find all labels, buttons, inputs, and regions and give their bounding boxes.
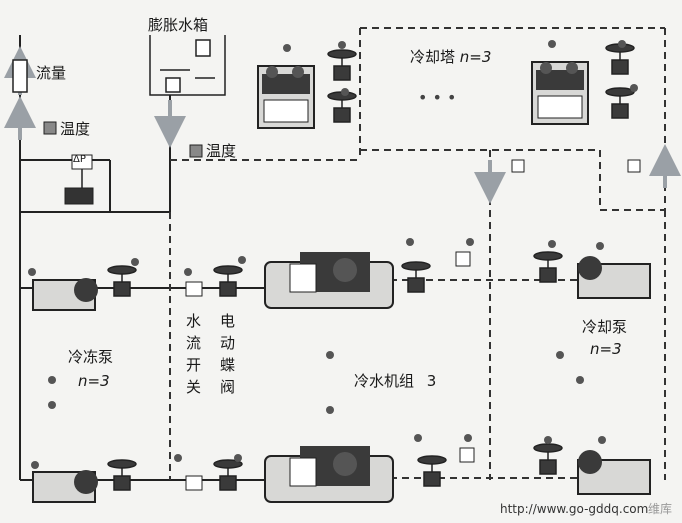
watermark-site: 维库 (648, 502, 673, 516)
indicator-dot-27 (464, 434, 472, 442)
chilled-pump-2 (32, 470, 98, 503)
indicator-dot-1 (28, 268, 36, 276)
indicator-dot-17 (48, 401, 56, 409)
butterfly-valve-9 (107, 459, 137, 491)
tower-ellipsis: • • • (418, 88, 457, 107)
indicator-dot-8 (341, 88, 349, 96)
expansion-tank-label: 膨胀水箱 (148, 16, 209, 34)
indicator-dot-20 (556, 351, 564, 359)
flow-meter (12, 59, 28, 93)
butterfly-valve-7 (605, 87, 635, 119)
cooling-tower-count: n=3 (459, 48, 492, 66)
flow-label: 流量 (36, 64, 67, 82)
chiller-text: 冷水机组 (354, 372, 415, 390)
butterfly-valve-12 (533, 443, 563, 475)
cooling-pump-label: 冷却泵 (582, 318, 628, 336)
flow-switch-label: 水流开关 (186, 312, 202, 396)
indicator-dot-3 (131, 258, 139, 266)
butterfly-valve-4 (327, 91, 357, 123)
flow-switch-1 (185, 281, 203, 297)
indicator-dot-16 (48, 376, 56, 384)
chiller-count: 3 (426, 372, 437, 390)
cooling-tower-label: 冷却塔 n=3 (410, 46, 491, 67)
indicator-dot-19 (326, 406, 334, 414)
valves (107, 43, 635, 491)
cooling-tower-2 (531, 61, 589, 125)
expansion-tank (149, 35, 226, 96)
indicator-dot-15 (630, 84, 638, 92)
cooling-pump-2 (577, 450, 651, 495)
indicator-dot-4 (184, 268, 192, 276)
butterfly-valve-6 (605, 43, 635, 75)
butterfly-valve-3 (327, 49, 357, 81)
temp-sensor-mid (189, 144, 203, 158)
temp-sensor-right-2 (627, 159, 641, 173)
indicator-dot-18 (326, 351, 334, 359)
temperature-label-mid: 温度 (206, 142, 237, 160)
electric-valve-label: 电动蝶阀 (220, 312, 236, 396)
indicator-dot-26 (414, 434, 422, 442)
cooling-tower-1 (257, 65, 315, 129)
indicator-dot-7 (338, 41, 346, 49)
watermark-url: http://www.go-gddq.com (500, 502, 649, 516)
cooling-pump-count: n=3 (590, 340, 622, 358)
cooling-pump-1 (577, 256, 651, 299)
indicator-dot-14 (618, 40, 626, 48)
indicator-dot-6 (283, 44, 291, 52)
indicator-dot-22 (544, 436, 552, 444)
chilled-pump-1 (32, 278, 98, 311)
indicator-dot-5 (238, 256, 246, 264)
cooling-tower-text: 冷却塔 (410, 48, 456, 66)
indicator-dot-23 (598, 436, 606, 444)
temp-sensor-left (43, 121, 57, 135)
indicator-dot-12 (596, 242, 604, 250)
indicator-dot-13 (548, 40, 556, 48)
differential-pressure-sensor (64, 154, 94, 205)
temperature-label-left: 温度 (60, 120, 91, 138)
chilled-water-main-pipes (19, 35, 265, 481)
temp-sensor-right-1 (511, 159, 525, 173)
chiller-label: 冷水机组 3 (354, 370, 436, 391)
indicator-dots (28, 40, 638, 469)
indicator-dot-9 (406, 238, 414, 246)
butterfly-valve-11 (417, 455, 447, 487)
butterfly-valve-5 (401, 261, 431, 293)
cond-flow-switch-1 (455, 251, 471, 267)
indicator-dot-24 (174, 454, 182, 462)
indicator-dot-10 (466, 238, 474, 246)
chilled-pump-label: 冷冻泵 (68, 348, 114, 366)
indicator-dot-11 (548, 240, 556, 248)
chilled-pump-count: n=3 (78, 372, 110, 390)
butterfly-valve-10 (213, 459, 243, 491)
chiller-1 (264, 252, 394, 309)
dp-label: ΔP (73, 154, 86, 165)
indicator-dot-21 (576, 376, 584, 384)
indicator-dot-25 (234, 454, 242, 462)
indicator-dot-2 (31, 461, 39, 469)
butterfly-valve-8 (533, 251, 563, 283)
chiller-2 (264, 446, 394, 503)
flow-switch-2 (185, 475, 203, 491)
butterfly-valve-2 (213, 265, 243, 297)
butterfly-valve-1 (107, 265, 137, 297)
cond-flow-switch-2 (459, 447, 475, 463)
